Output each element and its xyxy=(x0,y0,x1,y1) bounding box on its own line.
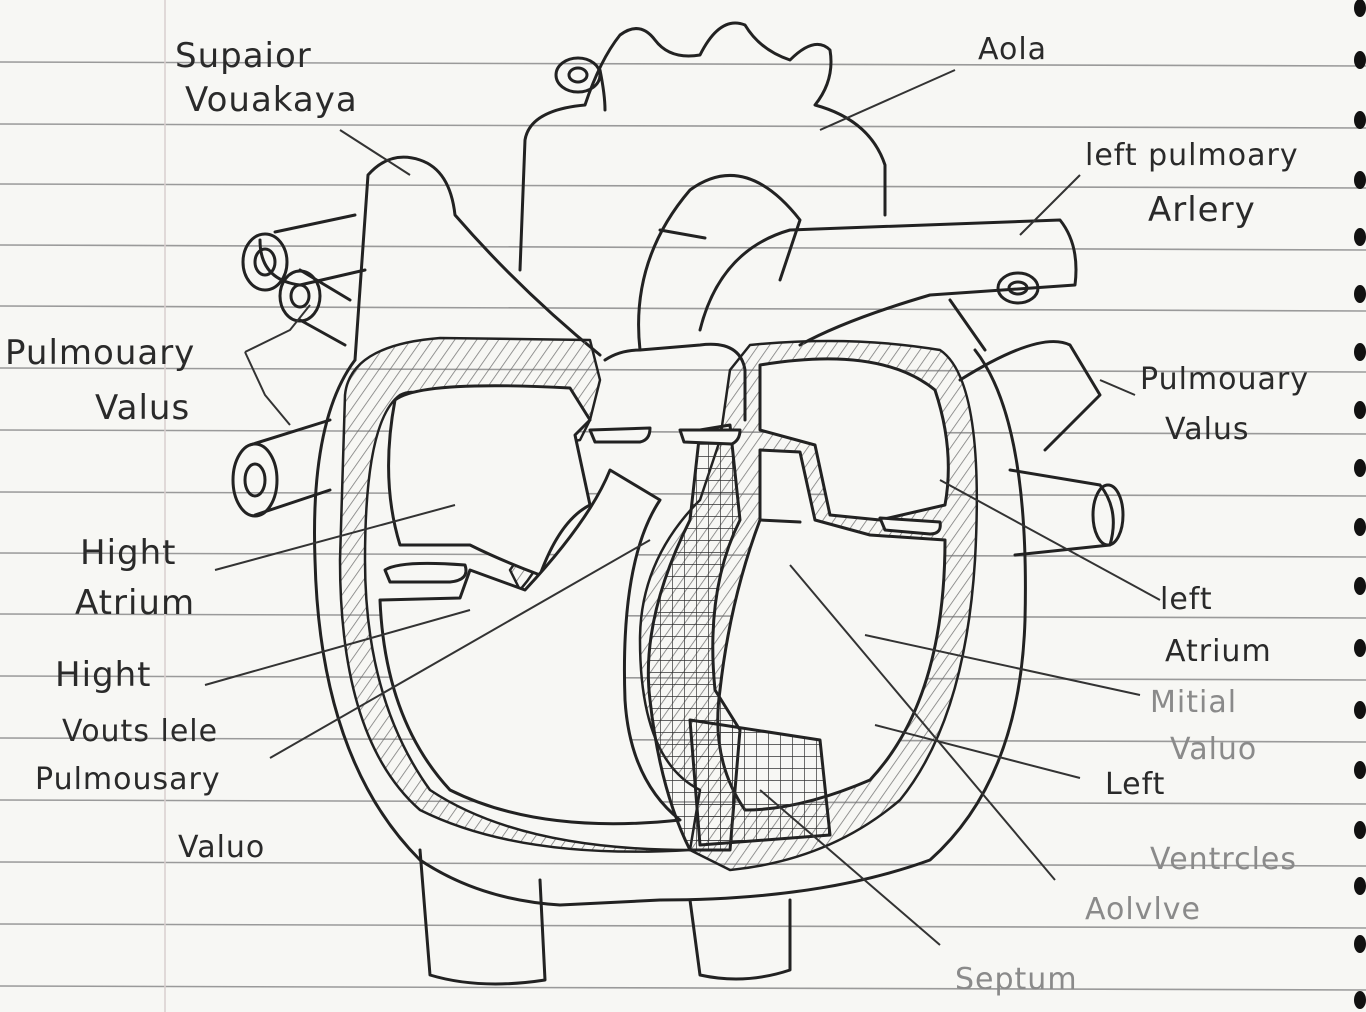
label-pulmonary-veins-left-line1: Pulmouary xyxy=(5,333,195,373)
label-left-pulmonary-artery-line1: left pulmoary xyxy=(1085,136,1299,176)
label-superior-vena-cava-line1: Supaior xyxy=(175,36,312,76)
label-right-ventricle-line2: Vouts lele xyxy=(62,712,218,752)
label-pulmonary-valve-line1: Pulmousary xyxy=(35,760,221,800)
right-atrium-cavity xyxy=(389,386,590,575)
label-left-atrium-line2: Atrium xyxy=(1165,632,1272,672)
pulmonary-valve-flap xyxy=(590,428,650,442)
label-right-ventricle-line1: Hight xyxy=(55,655,151,695)
label-pulmonary-veins-left-line2: Valus xyxy=(95,388,190,428)
label-superior-vena-cava-line2: Vouakaya xyxy=(185,80,358,120)
pulmonary-trunk xyxy=(639,175,800,350)
label-left-ventricle-line1: Left xyxy=(1105,765,1165,805)
label-right-atrium-line1: Hight xyxy=(80,533,176,573)
label-pulmonary-valve-line2: Valuo xyxy=(178,828,265,868)
label-septum: Septum xyxy=(955,960,1078,1000)
heart-diagram xyxy=(233,23,1123,984)
label-mitral-valve-line1: Mitial xyxy=(1150,683,1237,723)
binder-holes xyxy=(1354,0,1366,1009)
label-pulmonary-veins-right-line2: Valus xyxy=(1165,410,1250,450)
label-aorta: Aola xyxy=(978,30,1047,70)
label-aortic-valve: Aolvlve xyxy=(1085,890,1201,930)
label-pulmonary-veins-right-line1: Pulmouary xyxy=(1140,360,1309,400)
mitral-valve-flap xyxy=(880,518,940,534)
superior-vena-cava xyxy=(355,157,600,360)
tricuspid-valve xyxy=(385,563,466,582)
aortic-arch xyxy=(520,23,885,270)
label-right-atrium-line2: Atrium xyxy=(75,583,195,623)
label-left-ventricle-line2: Ventrcles xyxy=(1150,840,1297,880)
descending-aorta xyxy=(690,900,790,979)
label-left-pulmonary-artery-line2: Arlery xyxy=(1148,190,1256,230)
label-left-atrium-line1: left xyxy=(1160,580,1213,620)
septum-base xyxy=(690,720,830,845)
label-mitral-valve-line2: Valuo xyxy=(1170,730,1257,770)
aortic-valve-flap xyxy=(680,430,740,444)
